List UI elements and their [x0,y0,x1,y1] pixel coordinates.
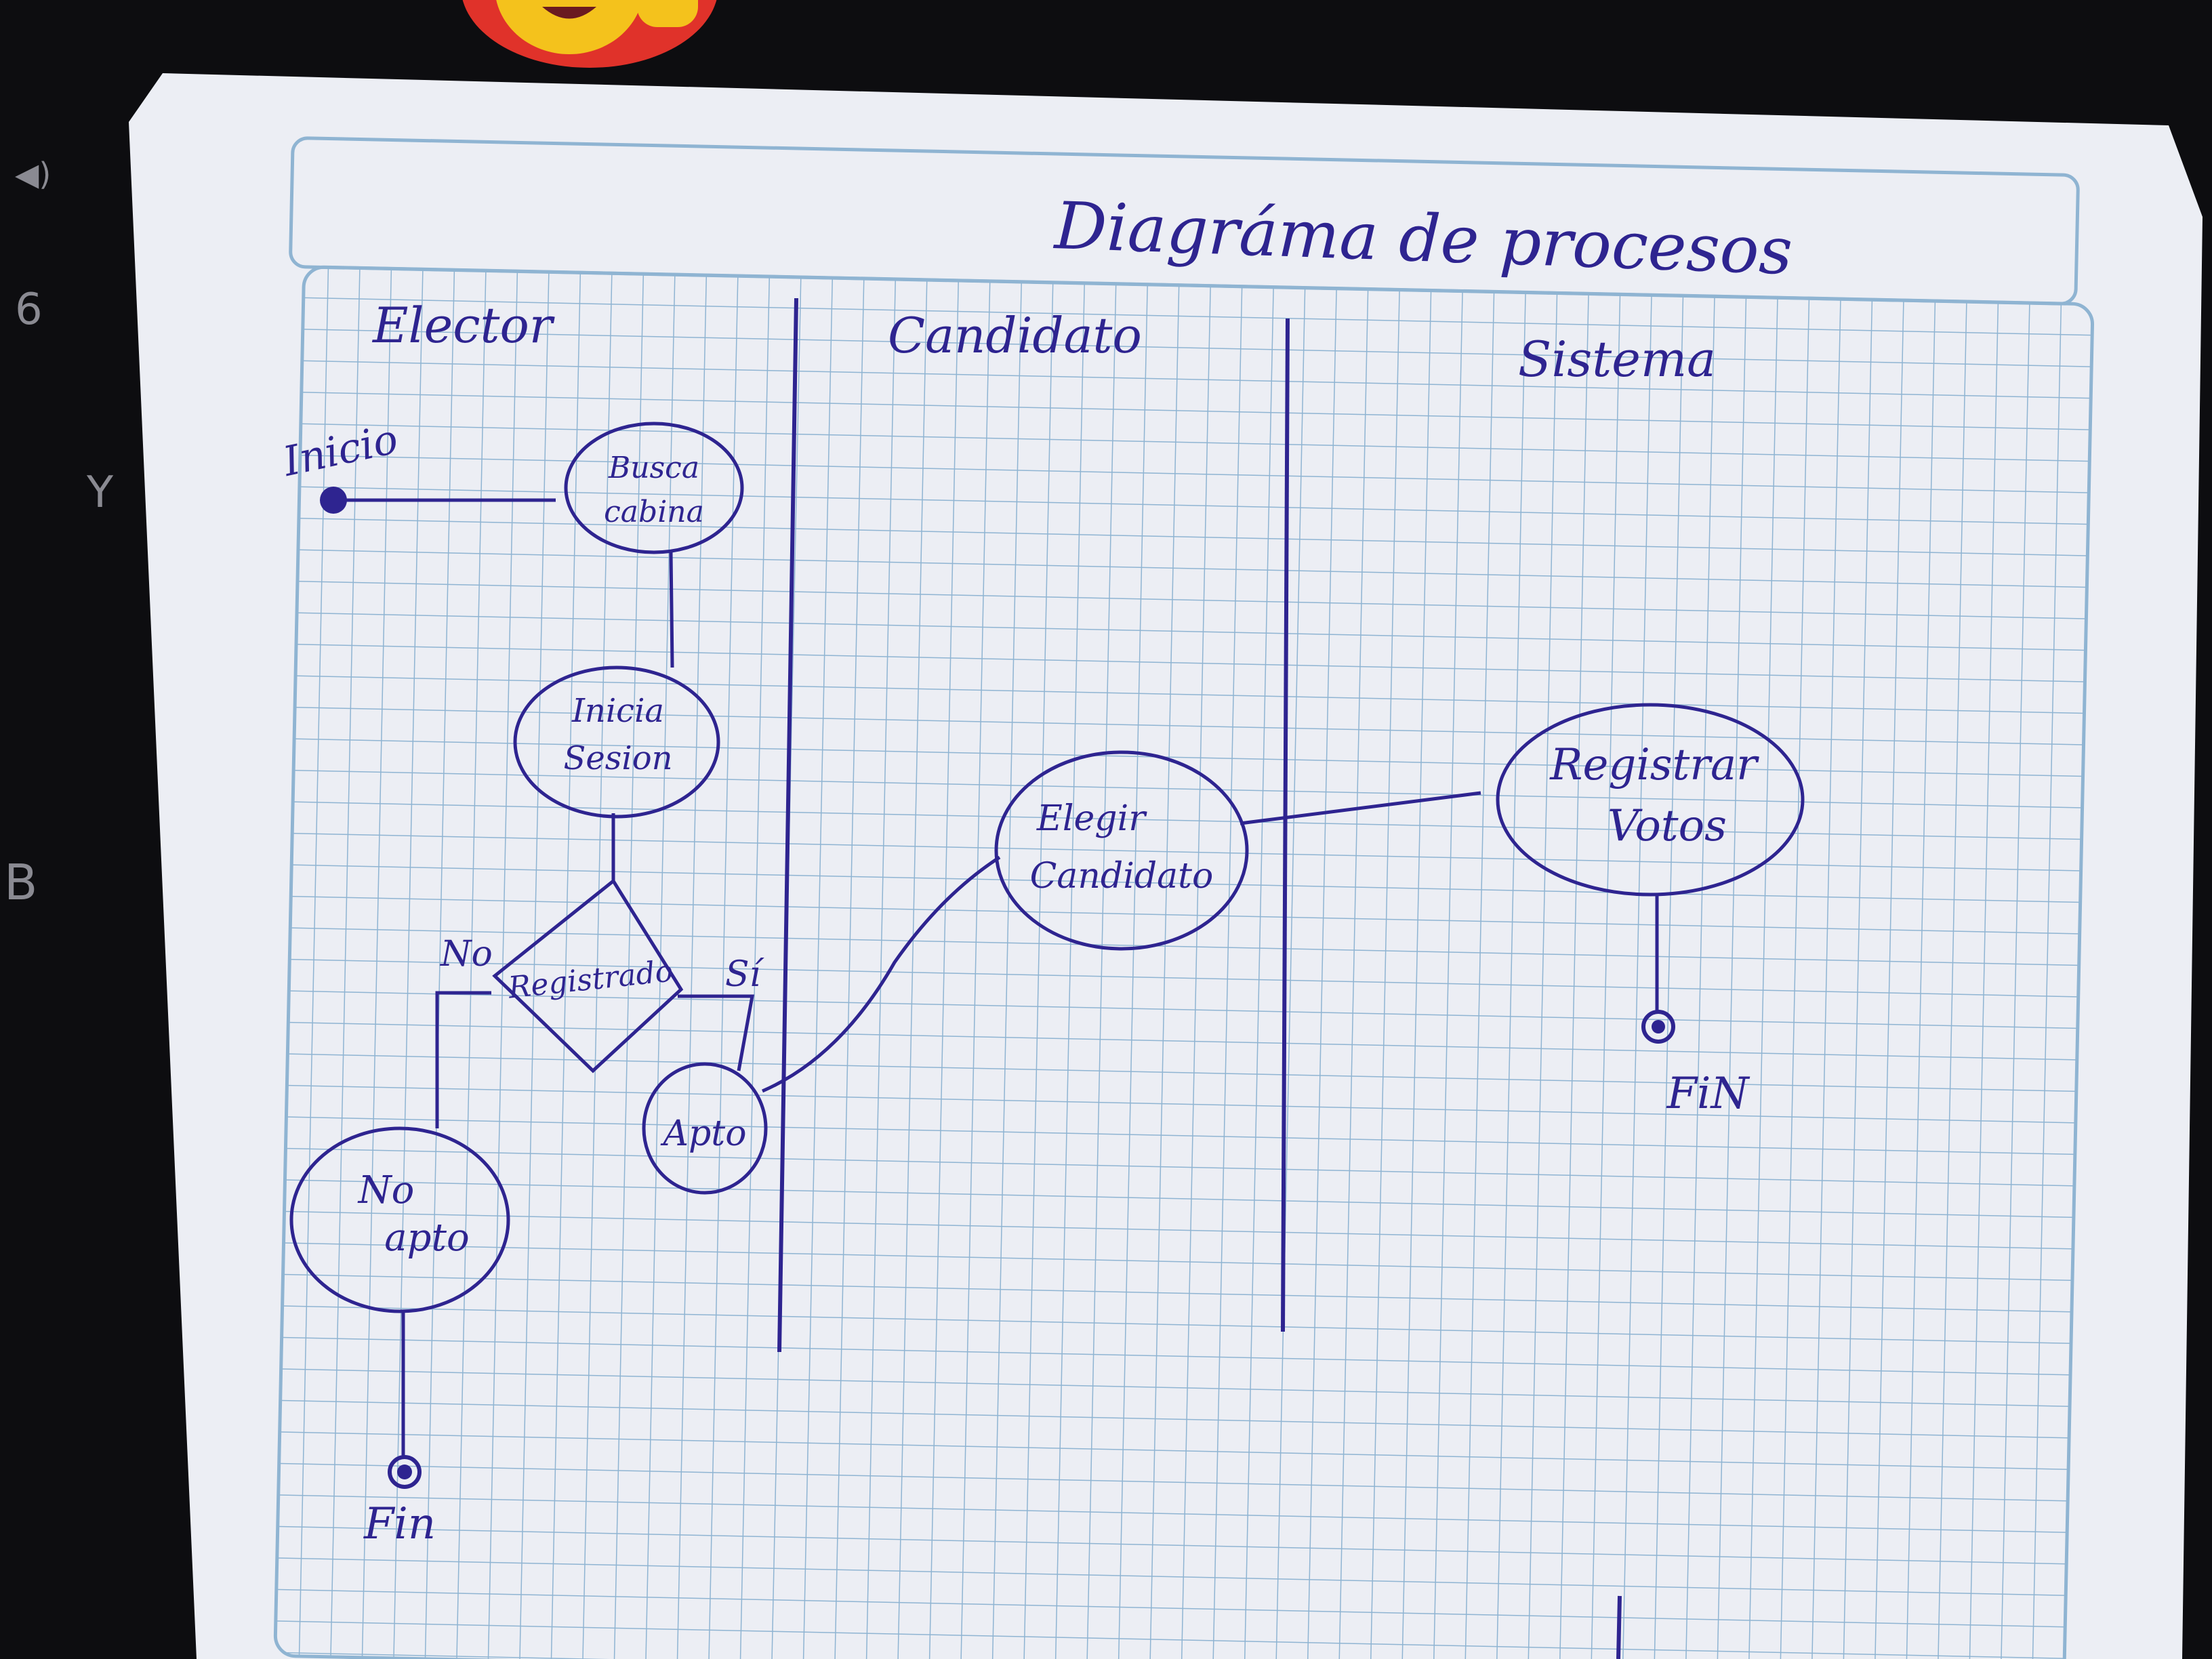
node-no-apto-line1: No [357,1168,415,1212]
node-shape [513,665,720,819]
lane-header-sistema: Sistema [1518,331,1716,388]
start-dot-icon [320,487,347,514]
node-fin-elector: Fin [363,1455,436,1549]
edge-decision-si [678,994,754,1071]
edge-label-no: No [439,934,493,975]
node-shape [564,422,744,554]
node-inicia-sesion-line2: Sesion [563,739,672,777]
node-apto: Apto [642,1062,768,1195]
node-shape [289,1126,510,1313]
emoji-sticker-icon [462,0,717,68]
node-registrar-votos-line1: Registrar [1549,740,1759,790]
node-fin-sistema: FiN [1641,1010,1750,1119]
edge-elegir-registrar [1240,791,1481,825]
key-label: B [4,854,38,911]
grid-area [273,265,2095,1659]
edge-label-si: Sí [725,954,765,995]
edge-apto-elegir [762,855,1001,1093]
lane-divider-2 [1281,318,1290,1332]
node-elegir-candidato-line2: Candidato [1030,856,1214,897]
lane-header-elector: Elector [371,297,555,354]
node-registrar-votos: Registrar Votos [1496,703,1805,897]
edge-busca-inicia [669,552,674,668]
speaker-key-icon: ◀) [15,156,52,192]
ink-mark [1616,1595,1622,1659]
end-dot-icon [1652,1020,1665,1033]
node-busca-cabina-line2: cabina [604,495,704,529]
key-label: Y [87,468,114,518]
end-marker-icon [388,1455,422,1489]
node-elegir-candidato-line1: Elegir [1036,798,1147,839]
node-fin-sistema-label: FiN [1666,1069,1750,1119]
edge-decision-no [435,991,491,1128]
connectors [335,498,1659,1457]
node-registrar-votos-line2: Votos [1607,801,1727,851]
node-inicia-sesion-line1: Inicia [571,692,664,730]
lane-divider-1 [777,298,798,1353]
node-elegir-candidato: Elegir Candidato [994,750,1249,951]
node-no-apto-line2: apto [384,1216,469,1260]
key-label: 6 [15,285,43,335]
node-fin-elector-label: Fin [363,1499,436,1549]
node-shape [994,750,1249,951]
node-shape [492,878,684,1073]
end-marker-icon [1641,1010,1675,1044]
background-keyboard: ◀) 6 Y B [0,0,136,1659]
node-shape [1496,703,1805,897]
node-shape [642,1062,768,1195]
node-apto-label: Apto [660,1113,746,1154]
node-inicia-sesion: Inicia Sesion [513,665,720,819]
node-busca-cabina-line1: Busca [608,451,699,485]
node-busca-cabina: Busca cabina [564,422,744,554]
end-dot-icon [397,1465,412,1479]
lane-header-candidato: Candidato [888,307,1142,364]
node-no-apto: No apto [289,1126,510,1313]
